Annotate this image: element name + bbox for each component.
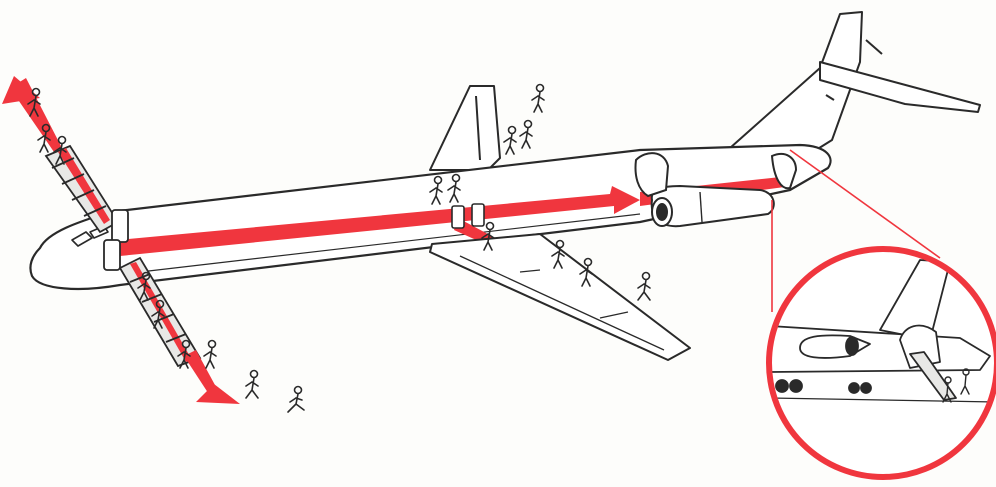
person-running-icon: [504, 127, 516, 155]
person-running-icon: [288, 387, 304, 413]
person-running-icon: [246, 371, 258, 399]
slide-forward-lower: [120, 258, 240, 404]
vertical-stabilizer: [730, 12, 980, 160]
magnifier-circle-icon: [769, 249, 996, 477]
far-wing: [430, 86, 500, 170]
engine-nacelle: [652, 186, 774, 226]
person-running-icon: [204, 341, 216, 369]
person-running-icon: [520, 121, 532, 149]
person-running-icon: [638, 273, 650, 301]
person-running-icon: [532, 85, 544, 113]
